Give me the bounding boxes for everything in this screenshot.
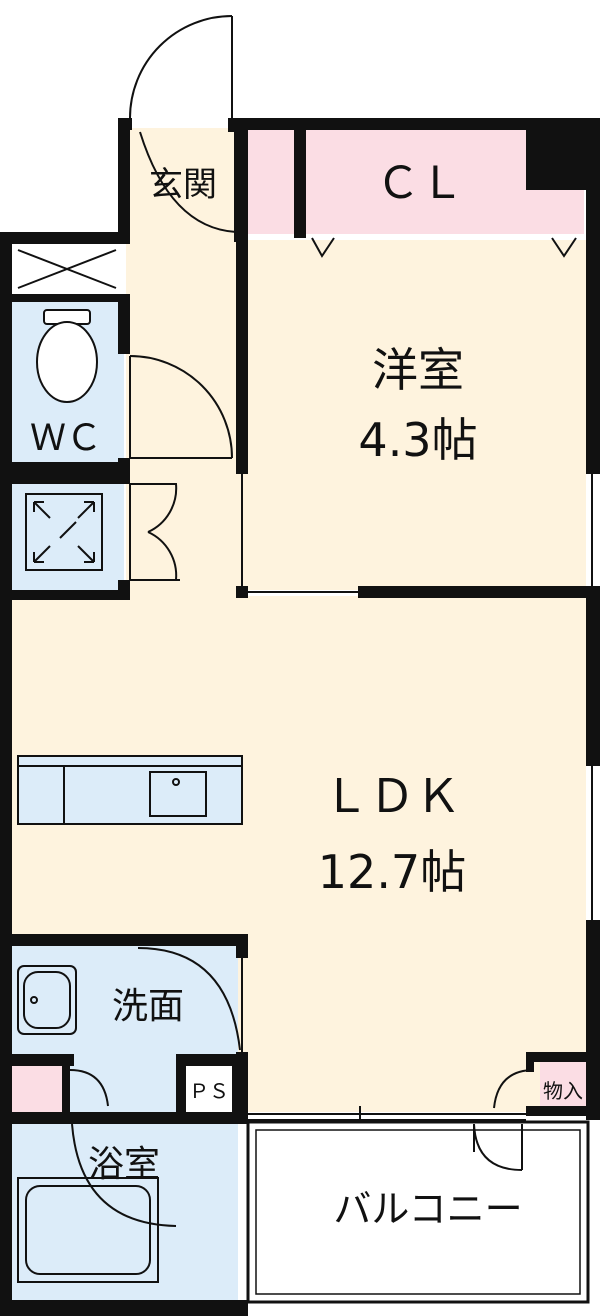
fixtures — [17, 249, 243, 1283]
storage-floor — [540, 1062, 586, 1108]
balcony-label: バルコニー — [333, 1187, 522, 1231]
washer-pan — [25, 493, 103, 571]
vent-x-mark — [17, 249, 117, 289]
balcony — [246, 1120, 590, 1304]
toilet-door-swing — [129, 355, 233, 459]
storage-small-floor — [12, 1066, 66, 1112]
walls — [0, 118, 600, 1316]
ldk-size: 12.7帖 — [318, 845, 466, 899]
storage-label: 物入 — [543, 1079, 583, 1103]
western-room-size: 4.3帖 — [358, 413, 477, 467]
window-lines — [241, 474, 593, 1128]
bathtub — [17, 1177, 159, 1283]
kitchen-counter — [17, 755, 243, 825]
wash-basin — [17, 965, 77, 1035]
bathroom-label: 浴室 — [88, 1144, 160, 1185]
entrance-floor — [130, 128, 240, 238]
hall-floor — [126, 238, 242, 598]
front-door-swing — [129, 15, 233, 119]
closet-label: ＣＬ — [376, 158, 464, 209]
washroom-label: 洗面 — [112, 986, 184, 1027]
ldk-name: ＬＤＫ — [323, 769, 461, 823]
bathroom-floor — [12, 1124, 238, 1300]
toilet-fixture — [36, 309, 98, 403]
toilet-label: ＷＣ — [30, 418, 102, 459]
closet-shoe-floor — [246, 130, 294, 234]
room-labels: 玄関 ＣＬ 洋室 4.3帖 ＷＣ ＬＤＫ 12.7帖 洗面 ＰＳ 物入 浴室 バ… — [30, 158, 583, 1231]
washroom-lower-floor — [66, 1056, 178, 1112]
kitchen-sink — [149, 771, 207, 817]
washer-space-floor — [12, 484, 124, 590]
entrance-door-swing — [139, 131, 237, 233]
western-room-floor — [242, 240, 586, 590]
western-room-name: 洋室 — [372, 343, 464, 397]
entrance-label: 玄関 — [149, 165, 217, 205]
ps-floor — [182, 1066, 234, 1112]
doors — [69, 15, 577, 1227]
pipe-space-label: ＰＳ — [189, 1079, 229, 1103]
